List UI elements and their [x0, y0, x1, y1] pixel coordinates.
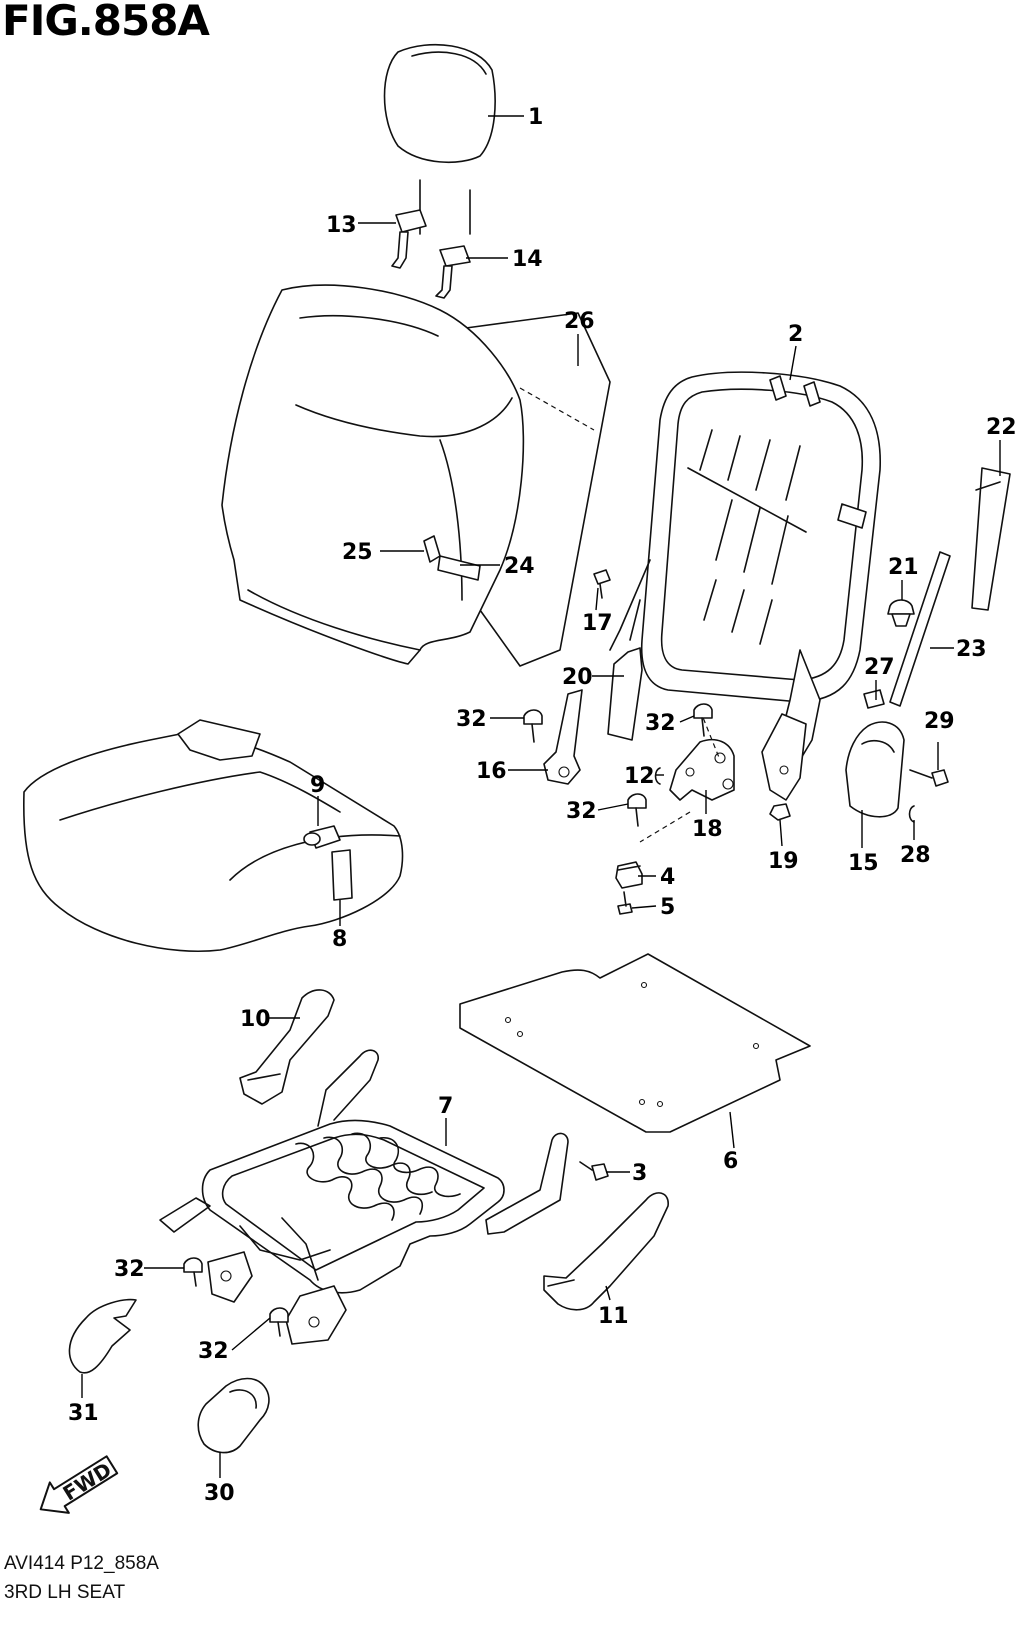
bolt-17: [593, 569, 611, 599]
side-trim-strip: [971, 467, 1011, 611]
callout-11: 11: [598, 1304, 629, 1329]
callout-31: 31: [68, 1401, 99, 1426]
callout-13: 13: [326, 213, 357, 238]
callout-32-e: 32: [198, 1339, 229, 1364]
clip-12: [654, 767, 661, 785]
bolt-32-lower: [627, 793, 647, 827]
callout-numbers: 1 2 3 4 5 6 7 8 9 10 11 12 13 14 15 16 1…: [68, 105, 1017, 1506]
seat-back-cover: [221, 284, 525, 665]
trim-11: [543, 1192, 669, 1311]
recliner-bracket: [639, 709, 735, 843]
fwd-label: FWD: [59, 1457, 116, 1505]
callout-7: 7: [438, 1094, 453, 1119]
trim-30: [197, 1377, 270, 1454]
trim-10: [239, 989, 335, 1105]
callout-30: 30: [204, 1481, 235, 1506]
callout-6: 6: [723, 1149, 738, 1174]
bolt-29: [909, 769, 949, 787]
callout-25: 25: [342, 540, 373, 565]
wire-rod: [889, 551, 951, 707]
callout-17: 17: [582, 611, 613, 636]
nut-19: [769, 803, 791, 821]
hinge-plate: [761, 713, 807, 801]
callout-27: 27: [864, 655, 895, 680]
callout-28: 28: [900, 843, 931, 868]
callout-1: 1: [528, 105, 543, 130]
callout-32-d: 32: [114, 1257, 145, 1282]
leader-lines: [81, 115, 1001, 1478]
callout-26: 26: [564, 309, 595, 334]
spacer-4: [615, 861, 643, 889]
callout-32-a: 32: [456, 707, 487, 732]
seat-back-frame: [609, 371, 881, 761]
callout-3: 3: [632, 1161, 647, 1186]
callout-16: 16: [476, 759, 507, 784]
bolt-3: [579, 1161, 609, 1181]
callout-23: 23: [956, 637, 987, 662]
callout-5: 5: [660, 895, 675, 920]
callout-29: 29: [924, 709, 955, 734]
trim-cover-20: [607, 647, 643, 741]
headrest: [383, 43, 496, 235]
clip-28: [908, 805, 915, 823]
bolt-32-recliner: [693, 703, 713, 737]
callout-14: 14: [512, 247, 543, 272]
clip-21: [887, 599, 915, 627]
headrest-guide-14: [435, 245, 471, 299]
bracket-16: [543, 689, 583, 785]
callout-9: 9: [310, 773, 325, 798]
callout-19: 19: [768, 849, 799, 874]
bolt-32-frame-lower: [269, 1307, 289, 1337]
fwd-arrow: FWD: [39, 1455, 119, 1514]
callout-32-c: 32: [566, 799, 597, 824]
callout-4: 4: [660, 865, 675, 890]
callout-10: 10: [240, 1007, 271, 1032]
side-cover-15: [845, 721, 905, 818]
seat-cushion-frame: [159, 1049, 569, 1345]
clip-27: [863, 689, 885, 709]
figure-title: FIG.858A: [2, 0, 210, 45]
callout-20: 20: [562, 665, 593, 690]
callout-18: 18: [692, 817, 723, 842]
bolt-32-frame-upper: [183, 1257, 203, 1287]
callout-2: 2: [788, 322, 803, 347]
callout-22: 22: [986, 415, 1017, 440]
callout-12: 12: [624, 764, 655, 789]
callout-8: 8: [332, 927, 347, 952]
callout-32-b: 32: [645, 711, 676, 736]
headrest-guide-13: [391, 209, 427, 269]
figure-name: 3RD LH SEAT: [4, 1582, 126, 1603]
bolt-32-bracket: [523, 709, 543, 743]
callout-15: 15: [848, 851, 879, 876]
figure-code: AVI414 P12_858A: [4, 1553, 159, 1574]
seat-cushion: [22, 719, 404, 953]
screw-5: [617, 891, 633, 915]
trim-31: [68, 1298, 137, 1374]
callout-21: 21: [888, 555, 919, 580]
seat-bottom-board: [459, 953, 811, 1133]
callout-24: 24: [504, 554, 535, 579]
